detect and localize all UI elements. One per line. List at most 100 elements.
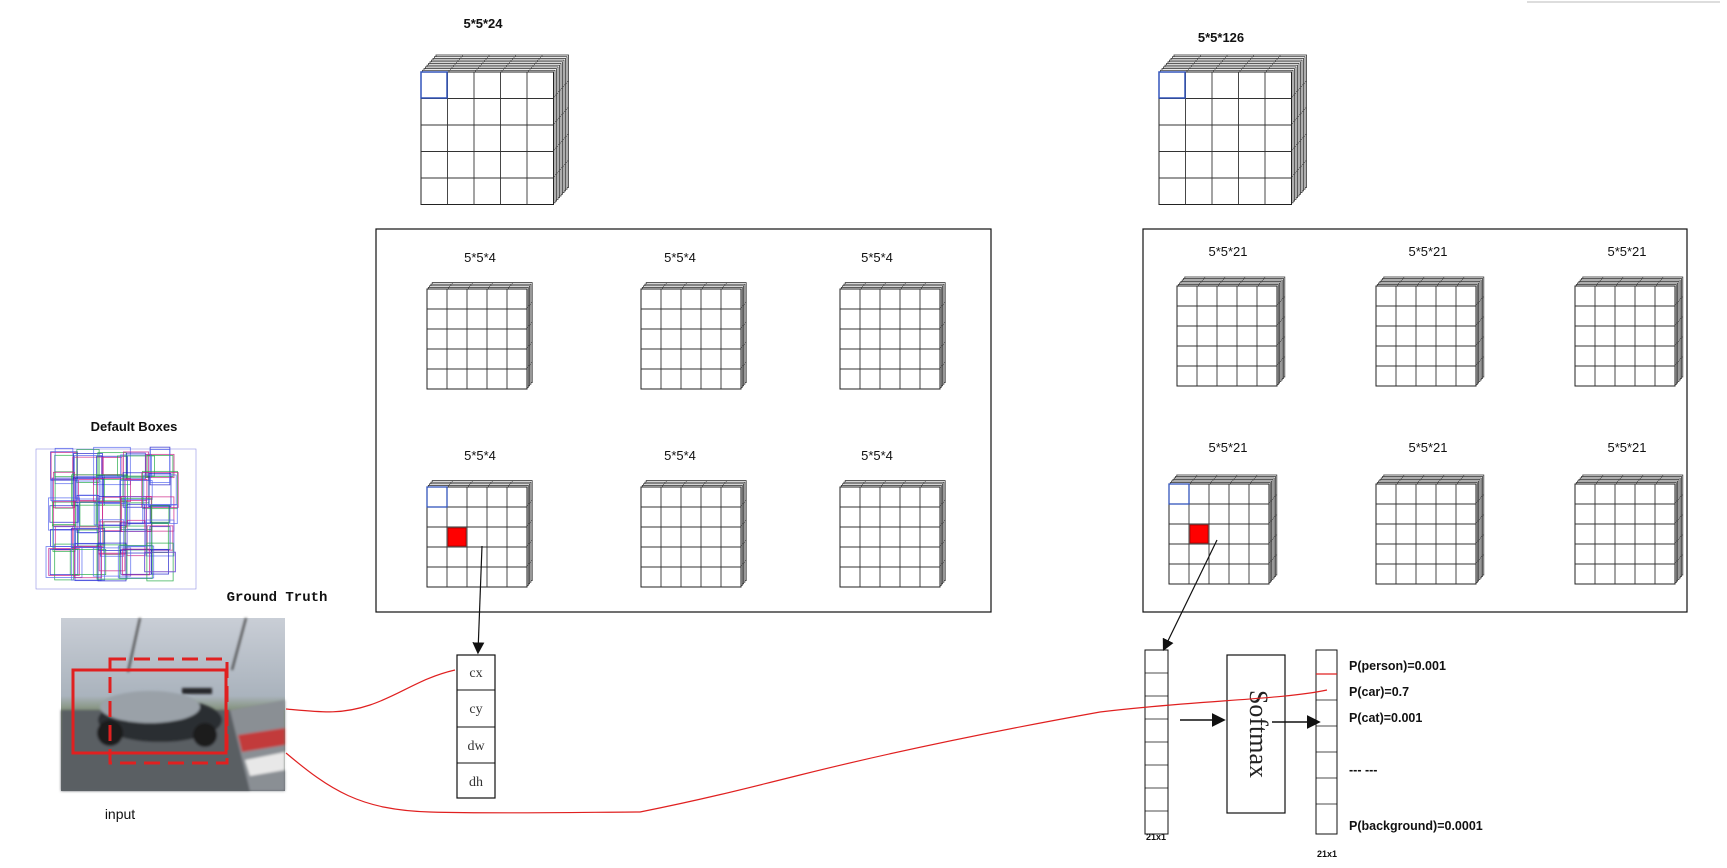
conf-label-5: 5*5*21: [1408, 440, 1447, 455]
loc-label-2: 5*5*4: [664, 250, 696, 265]
default-box: [45, 546, 83, 578]
loc-label-5: 5*5*4: [664, 448, 696, 463]
loc-tensor-4: [426, 480, 533, 588]
default-box: [126, 528, 146, 548]
conf-tensor-6: [1574, 474, 1684, 585]
default-box: [79, 501, 97, 527]
default-box: [151, 522, 169, 554]
default-box: [96, 455, 128, 477]
conf-label-6: 5*5*21: [1607, 440, 1646, 455]
default-box: [142, 470, 178, 510]
conf-label-3: 5*5*21: [1607, 244, 1646, 259]
conf-label-1: 5*5*21: [1208, 244, 1247, 259]
input-label: input: [105, 806, 135, 822]
loc-label-3: 5*5*4: [861, 250, 893, 265]
default-box: [78, 494, 98, 534]
prob-vector-outline: [1315, 649, 1338, 835]
offset-cell-dh: dh: [469, 775, 483, 790]
default-box: [78, 479, 98, 501]
probability-vector: [1315, 649, 1338, 835]
default-box: [145, 453, 175, 479]
default-box: [49, 548, 79, 576]
input-image: [61, 617, 285, 791]
loc-tensor-3: [839, 282, 946, 390]
tensor-label-top-left: 5*5*24: [463, 16, 503, 31]
default-boxes-title: Default Boxes: [91, 419, 178, 434]
default-box: [49, 505, 79, 523]
default-box: [101, 457, 123, 475]
default-boxes-cluster: [35, 446, 197, 590]
default-box: [126, 452, 146, 480]
connector-gt-to-class: [285, 689, 1328, 814]
default-box: [97, 500, 127, 528]
default-box: [97, 542, 127, 582]
selected-cell-outline: [1168, 483, 1190, 505]
tensor-front-face: [640, 486, 742, 588]
default-box: [103, 477, 121, 503]
confidence-panel: [1142, 228, 1688, 613]
loc-tensor-6: [839, 480, 946, 588]
localization-panel: [375, 228, 992, 613]
default-box: [93, 446, 131, 486]
default-box: [119, 480, 153, 500]
loc-tensor-5: [640, 480, 747, 588]
conf-tensor-4: [1168, 474, 1278, 585]
default-box: [98, 496, 126, 532]
default-box: [69, 549, 107, 575]
tensor-5x5x126: [1158, 54, 1307, 205]
default-box: [71, 474, 105, 506]
default-box: [151, 549, 169, 575]
default-box: [54, 543, 74, 581]
default-box: [103, 521, 121, 555]
tensor-front-face: [839, 486, 941, 588]
offset-cell-cy: cy: [469, 702, 482, 717]
default-box: [74, 542, 102, 582]
default-box: [52, 471, 76, 509]
default-box: [76, 449, 100, 483]
default-box: [54, 525, 74, 551]
default-box: [143, 474, 177, 506]
default-box: [144, 551, 176, 573]
conf-label-2: 5*5*21: [1408, 244, 1447, 259]
default-box: [119, 497, 153, 531]
prob-label-background: P(background)=0.0001: [1349, 819, 1483, 833]
default-box: [74, 545, 102, 579]
default-box: [54, 471, 74, 509]
default-box: [149, 449, 171, 483]
default-box: [150, 505, 170, 523]
tensor-front-face: [839, 288, 941, 390]
conf-label-4: 5*5*21: [1208, 440, 1247, 455]
loc-label-4: 5*5*4: [464, 448, 496, 463]
loc-label-6: 5*5*4: [861, 448, 893, 463]
tensor-front-grid: [1158, 54, 1307, 205]
default-box: [50, 451, 78, 481]
score-vector-caption: 21x1: [1146, 832, 1166, 842]
prob-vector-caption: 21x1: [1317, 849, 1337, 859]
tensor-front-face: [1574, 483, 1676, 585]
connector-gt-to-offsets: [285, 669, 456, 713]
offset-vector: [456, 654, 496, 799]
softmax-box: [1226, 654, 1286, 814]
default-box: [145, 519, 175, 557]
default-box: [126, 519, 146, 557]
loc-tensor-1: [426, 282, 533, 390]
default-box: [92, 547, 132, 577]
tensor-5x5x24: [420, 54, 569, 205]
offset-cell-dw: dw: [467, 739, 485, 754]
conf-tensor-5: [1375, 474, 1485, 585]
prob-label-cat: P(cat)=0.001: [1349, 711, 1422, 725]
default-box: [99, 519, 125, 557]
default-box: [125, 496, 147, 532]
tensor-front-face: [426, 288, 528, 390]
selected-cell-outline: [426, 486, 448, 508]
tensor-front-face: [1574, 285, 1676, 387]
arrow-to-offsets: [472, 545, 485, 655]
default-box: [97, 452, 127, 480]
default-box: [74, 480, 102, 500]
default-box: [149, 526, 171, 550]
default-box: [127, 503, 145, 525]
tensor-front-face: [1375, 285, 1477, 387]
default-box: [70, 543, 106, 581]
tensor-front-face: [420, 71, 554, 205]
